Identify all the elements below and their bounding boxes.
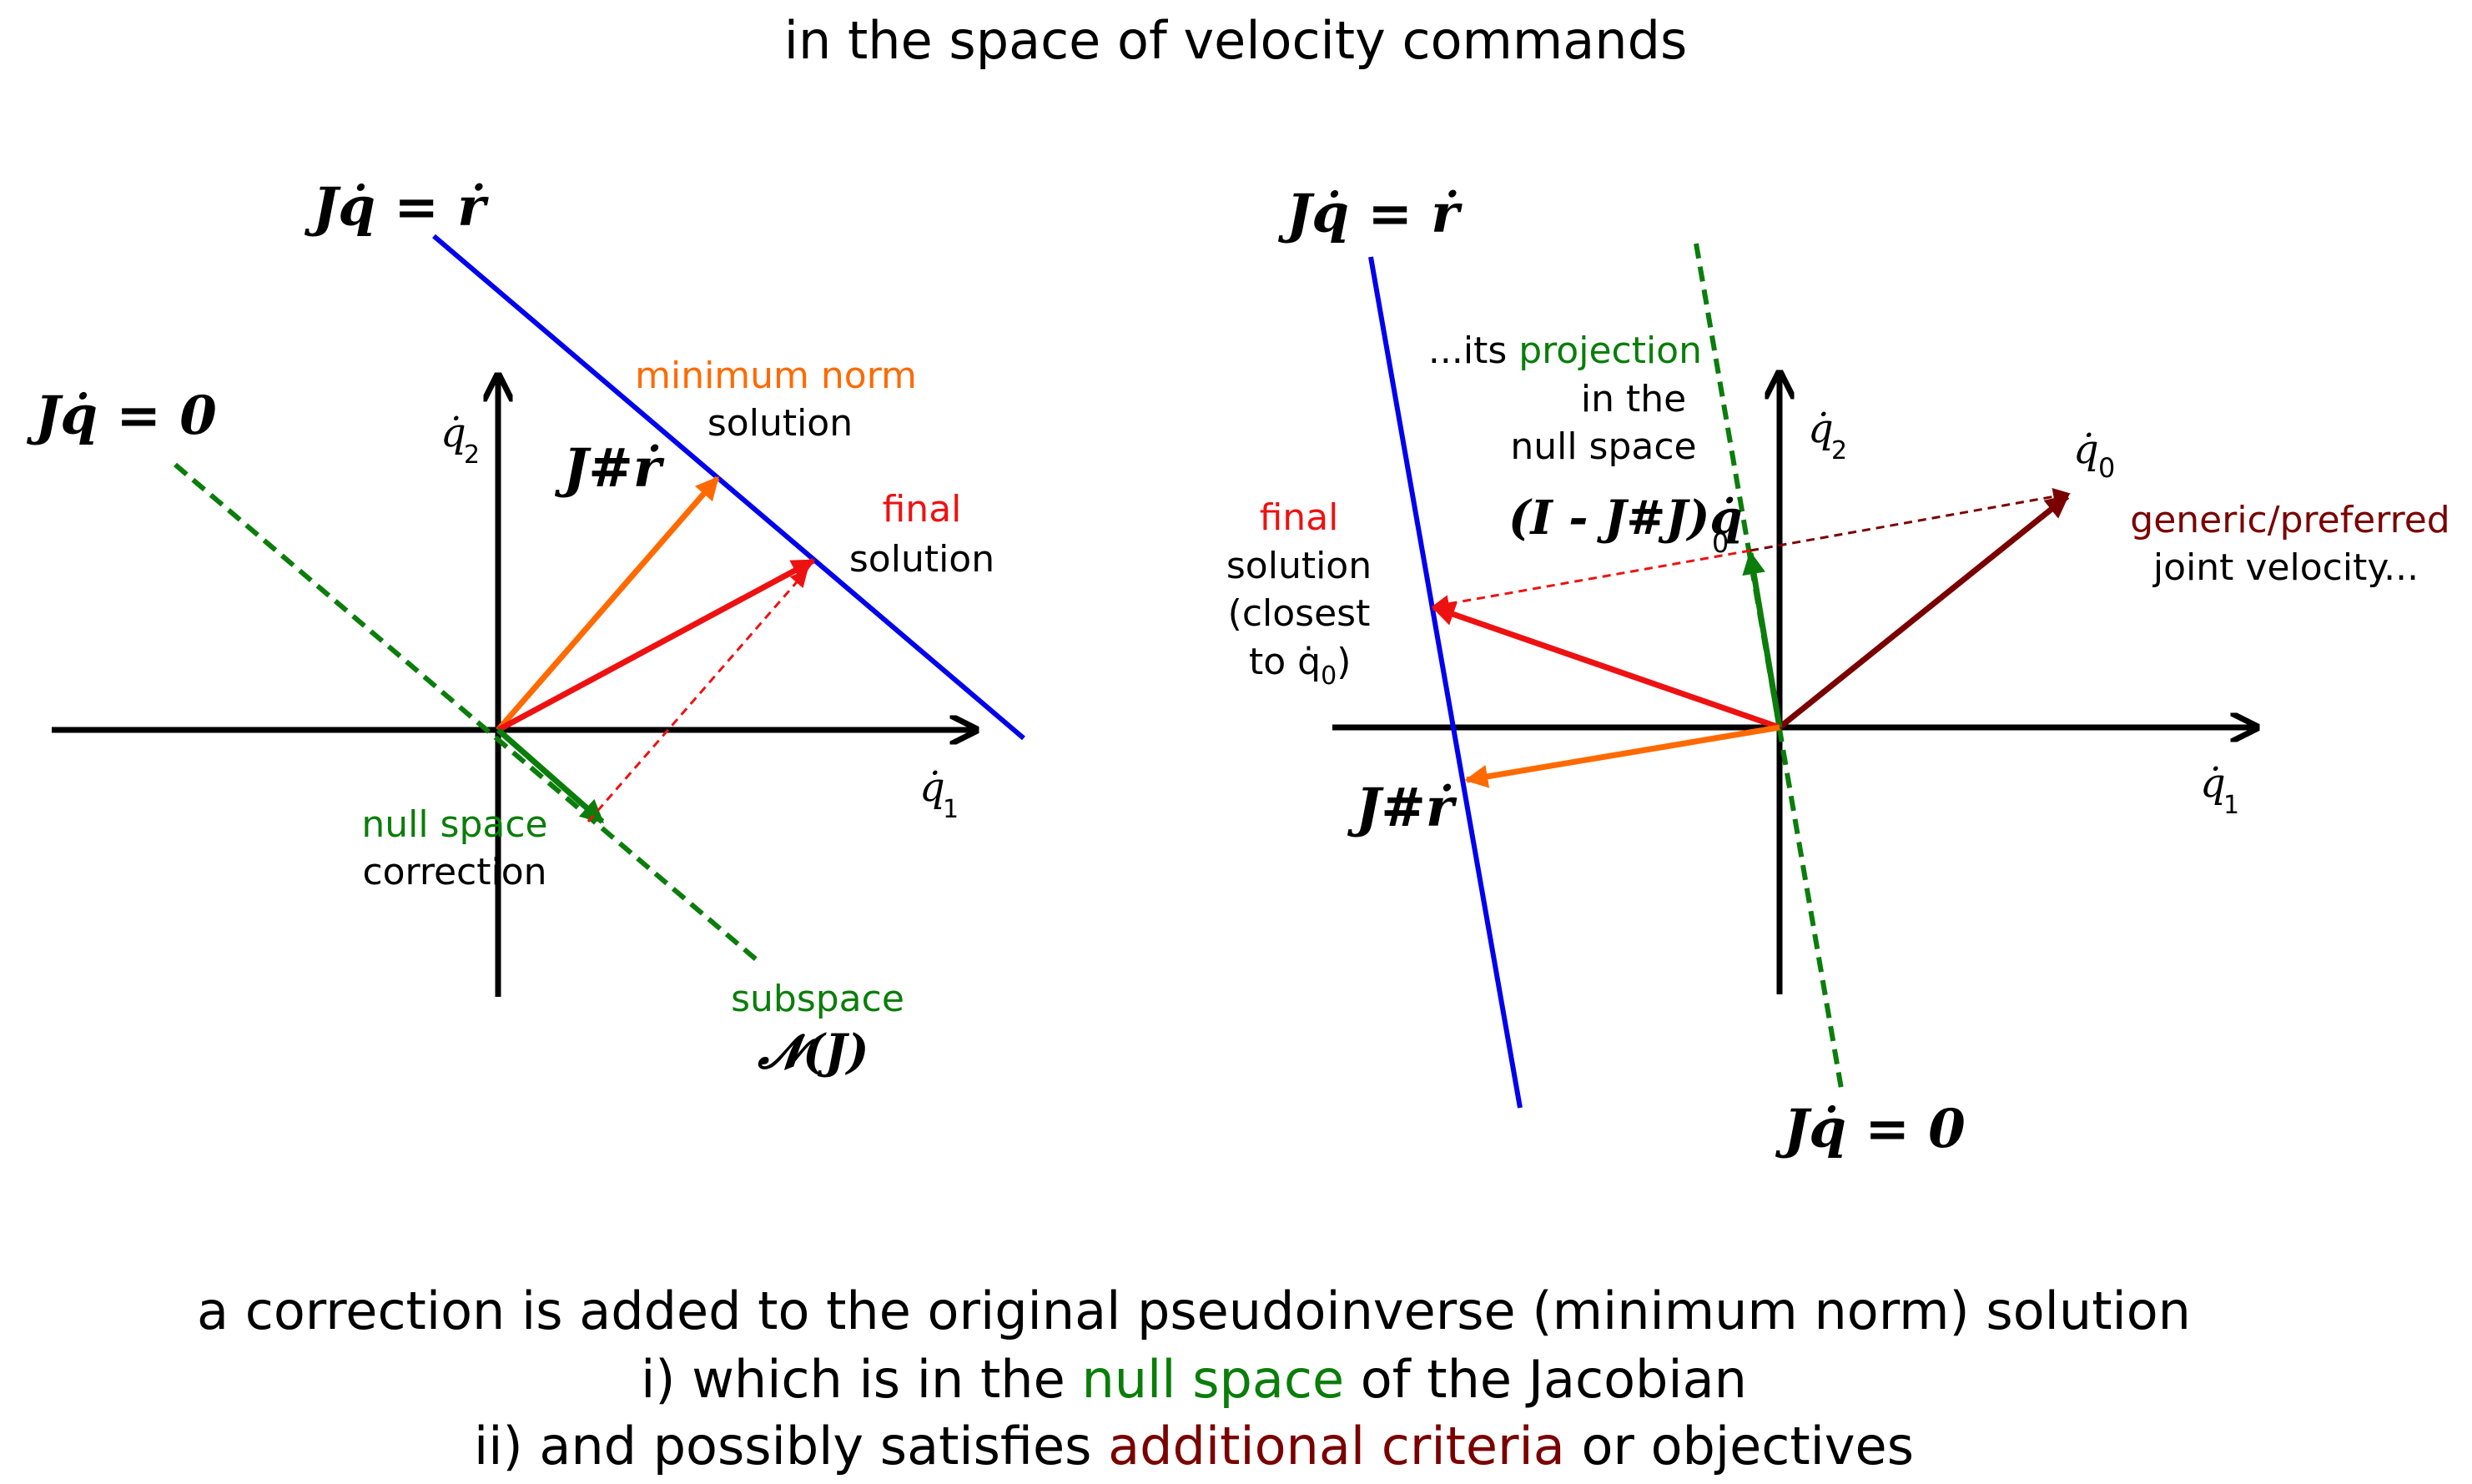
right-projection-line3: null space	[1510, 425, 1696, 468]
right-preferred-velocity-vector	[1777, 494, 2070, 730]
left-final-caption: solution	[849, 538, 994, 581]
left-null-constraint-label: Jq̇ = 0	[26, 385, 217, 447]
right-pinv-vector	[1464, 724, 1780, 788]
right-generic-caption: joint velocity...	[2152, 546, 2419, 589]
bottom-line-2-pre: i) which is in the	[641, 1349, 1081, 1410]
right-projection-math-sub: 0	[1712, 527, 1729, 559]
left-subspace-math: 𝓝(J)	[757, 1024, 868, 1079]
right-projection-line2: in the	[1581, 378, 1686, 420]
right-null-constraint-label: Jq̇ = 0	[1775, 1098, 1966, 1160]
left-axis-y-sub: 2	[464, 440, 480, 470]
right-final-vector	[1431, 603, 1781, 731]
right-axis-x-label: q̇	[2200, 760, 2226, 807]
right-q0-label: q̇	[2073, 426, 2099, 473]
left-final-vector	[496, 557, 816, 733]
left-axis-x-label: q̇	[919, 764, 945, 811]
right-diagram: Jq̇ = ṙ Jq̇ = 0 q̇ 2 q̇ 1 ...its project…	[1226, 183, 2450, 1160]
right-axis-y-label: q̇	[1808, 405, 1834, 452]
bottom-line-3-post: or objectives	[1565, 1416, 1914, 1476]
right-projection-math: (I - J#J)q̇	[1508, 490, 1743, 546]
right-preferred-dashed-arrow	[1750, 487, 2072, 552]
right-projection-vector	[1742, 551, 1783, 728]
left-null-correction-title: null space	[361, 803, 547, 846]
right-projection-title: projection	[1518, 329, 1702, 372]
right-final-line4-sub: 0	[1321, 662, 1337, 691]
bottom-line-2: i) which is in the null space of the Jac…	[641, 1349, 1747, 1410]
left-min-norm-caption: solution	[707, 402, 853, 445]
right-final-line2: solution	[1226, 545, 1372, 587]
left-diagram: Jq̇ = ṙ Jq̇ = 0 q̇ 2 q̇ 1 minimum norm s…	[26, 176, 1025, 1079]
right-projection-line1: ...its projection	[1428, 329, 1702, 372]
left-pinv-label: J#ṙ	[554, 437, 665, 500]
left-min-norm-vector	[496, 475, 720, 732]
left-axis-x-sub: 1	[943, 795, 959, 824]
left-min-norm-title: minimum norm	[635, 355, 917, 397]
left-task-constraint-label: Jq̇ = ṙ	[304, 176, 489, 239]
right-final-line3: (closest	[1228, 592, 1371, 635]
bottom-line-3: ii) and possibly satisfies additional cr…	[474, 1416, 1914, 1476]
right-projection-prefix: ...its	[1428, 329, 1518, 372]
bottom-line-2-post: of the Jacobian	[1344, 1349, 1747, 1410]
left-task-constraint-line	[432, 234, 1025, 741]
right-task-constraint-line	[1368, 256, 1523, 1109]
right-task-constraint-label: Jq̇ = ṙ	[1277, 183, 1463, 245]
right-final-line4-end: )	[1337, 641, 1351, 683]
right-final-line4: to q̇0)	[1249, 641, 1351, 691]
bottom-line-2-null-space: null space	[1081, 1349, 1344, 1410]
left-null-correction-caption: correction	[362, 851, 546, 893]
right-pinv-label: J#ṙ	[1347, 777, 1458, 839]
left-null-correction-vector	[496, 727, 605, 824]
left-subspace-title: subspace	[731, 978, 904, 1020]
bottom-line-1: a correction is added to the original ps…	[197, 1280, 2191, 1341]
right-final-title: final	[1260, 496, 1339, 539]
left-axis-y-label: q̇	[441, 410, 466, 456]
right-axis-x-sub: 1	[2223, 791, 2239, 820]
bottom-line-3-pre: ii) and possibly satisfies	[474, 1416, 1108, 1476]
bottom-line-3-criteria: additional criteria	[1108, 1416, 1565, 1476]
left-correction-dashed-arrow	[587, 569, 808, 822]
left-null-space-line	[174, 462, 763, 966]
right-final-line4-text: to q̇	[1249, 641, 1321, 683]
left-final-title: final	[883, 488, 962, 531]
right-axis-y-sub: 2	[1831, 436, 1847, 465]
right-generic-title: generic/preferred	[2130, 499, 2449, 541]
page-title: in the space of velocity commands	[784, 10, 1688, 71]
right-q0-sub: 0	[2098, 452, 2115, 484]
right-final-dashed-arrow	[1431, 549, 1751, 613]
